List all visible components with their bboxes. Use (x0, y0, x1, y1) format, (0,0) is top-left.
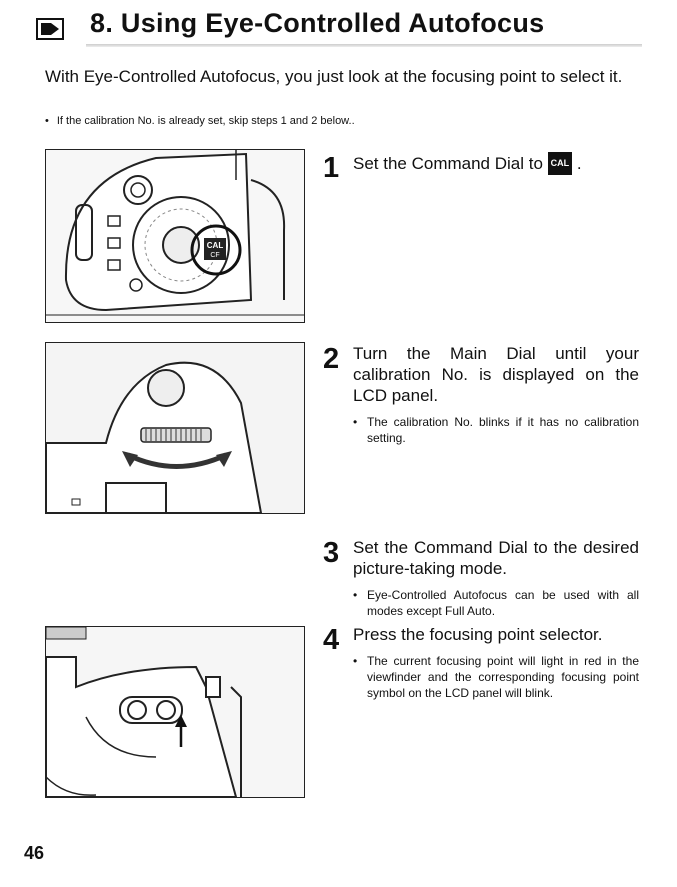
step-note: Eye-Controlled Autofocus can be used wit… (353, 587, 639, 619)
intro-paragraph: With Eye-Controlled Autofocus, you just … (45, 67, 623, 86)
figure-command-dial: CAL CF (45, 149, 305, 323)
eye-control-section-icon (36, 18, 64, 40)
step-instruction: Turn the Main Dial until your calibratio… (353, 344, 639, 405)
step-instruction: Press the focusing point selector. (353, 625, 603, 644)
step-instruction: Set the Command Dial to CAL . (353, 152, 582, 175)
step-note: The calibration No. blinks if it has no … (353, 414, 639, 446)
step-3: 3 Set the Command Dial to the desired pi… (323, 537, 639, 619)
dial-cf-label: CF (210, 252, 219, 259)
step-2: 2 Turn the Main Dial until your calibrat… (323, 343, 639, 446)
step-note: The current focusing point will light in… (353, 653, 639, 701)
step-instruction: Set the Command Dial to the desired pict… (353, 538, 639, 578)
dial-cal-label: CAL (207, 241, 224, 250)
page-title: 8. Using Eye-Controlled Autofocus (90, 8, 545, 38)
step-number: 2 (323, 343, 340, 375)
figure-main-dial (45, 342, 305, 514)
figure-focusing-point-selector (45, 626, 305, 798)
step-number: 1 (323, 152, 340, 184)
intro-note: If the calibration No. is already set, s… (45, 115, 465, 127)
page-number: 46 (24, 843, 45, 863)
step-number: 3 (323, 537, 340, 569)
cal-mode-badge: CAL (547, 152, 573, 175)
title-underline (86, 44, 642, 47)
step-number: 4 (323, 624, 340, 656)
step-4: 4 Press the focusing point selector. The… (323, 624, 639, 701)
step-1: 1 Set the Command Dial to CAL . (323, 152, 639, 184)
